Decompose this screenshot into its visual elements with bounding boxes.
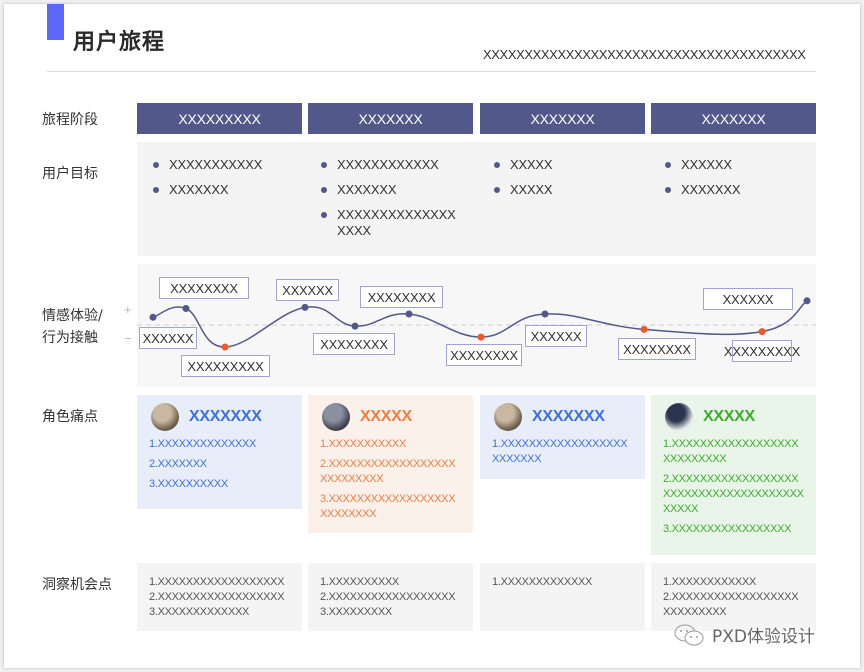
row-label-stage: 旅程阶段 bbox=[42, 112, 98, 128]
emotion-point-9 bbox=[640, 325, 648, 333]
stage-header-3: XXXXXXX bbox=[480, 103, 645, 134]
stage-header-2: XXXXXXX bbox=[308, 103, 473, 134]
title-accent-bar bbox=[47, 4, 64, 40]
insight-box-1: 1.XXXXXXXXXXXXXXXXXX 2.XXXXXXXXXXXXXXXXXX… bbox=[137, 563, 302, 631]
emotion-label-1: XXXXXX bbox=[139, 327, 197, 349]
goals-panel bbox=[137, 142, 816, 256]
emotion-label-4: XXXXXX bbox=[276, 279, 339, 301]
pain-point: 1.XXXXXXXXXXXXXXXXXXXXXXXXXXX bbox=[663, 438, 799, 465]
role-name: XXXXXXX bbox=[189, 408, 262, 425]
emotion-label-11: XXXXXXXXX bbox=[724, 340, 800, 362]
goal-item: XXXXXXX bbox=[321, 182, 461, 198]
pain-point: 3.XXXXXXXXXX bbox=[149, 478, 228, 490]
insight-item: 2.XXXXXXXXXXXXXXXXXX bbox=[149, 591, 285, 603]
role-name: XXXXXXX bbox=[532, 408, 605, 425]
avatar bbox=[151, 403, 179, 431]
goal-item: XXXXX bbox=[494, 182, 634, 198]
role-card-2: XXXXX 1.XXXXXXXXXXX 2.XXXXXXXXXXXXXXXXXXXX… bbox=[308, 395, 473, 533]
goal-item: XXXXXXX bbox=[153, 182, 303, 198]
goal-item: XXXXXXXXXXXX bbox=[321, 157, 461, 173]
emotion-point-1 bbox=[149, 313, 157, 321]
insight-box-2: 1.XXXXXXXXXX 2.XXXXXXXXXXXXXXXXXX 3.XXXXXX… bbox=[308, 563, 473, 631]
role-header: XXXXX bbox=[663, 403, 804, 431]
role-card-1: XXXXXXX 1.XXXXXXXXXXXXXX 2.XXXXXXX 3.XXXXXX… bbox=[137, 395, 302, 509]
pain-point: 1.XXXXXXXXXXXXXX bbox=[149, 438, 257, 450]
emotion-label-2: XXXXXXXX bbox=[159, 277, 249, 299]
page-subtitle: XXXXXXXXXXXXXXXXXXXXXXXXXXXXXXXXXXXXXXX bbox=[483, 47, 806, 62]
pain-point: 2.XXXXXXXXXXXXXXXXXXXXXXXXXXXXXXXXXXXXXX… bbox=[663, 473, 804, 515]
emotion-label-9: XXXXXXXX bbox=[618, 338, 696, 360]
row-label-emotion-2: 行为接触 bbox=[42, 330, 98, 346]
goal-item: XXXXXXXXXXX bbox=[153, 157, 303, 173]
emotion-point-3 bbox=[221, 343, 229, 351]
emotion-point-6 bbox=[405, 310, 413, 318]
wechat-icon bbox=[674, 624, 704, 645]
watermark: PXD体验设计 bbox=[672, 622, 815, 647]
goal-column-3: XXXXX XXXXX bbox=[494, 157, 634, 207]
goal-item: XXXXXXX bbox=[665, 182, 805, 198]
row-label-insight: 洞察机会点 bbox=[42, 577, 112, 593]
positive-axis-marker: + bbox=[124, 302, 132, 317]
role-name: XXXXX bbox=[703, 408, 755, 425]
stage-header-1: XXXXXXXXX bbox=[137, 103, 302, 134]
insight-box-3: 1.XXXXXXXXXXXXX bbox=[480, 563, 645, 631]
pain-point: 1.XXXXXXXXXXXXXXXXXXXXXXXXX bbox=[492, 438, 628, 465]
goal-item: XXXXXX bbox=[665, 157, 805, 173]
emotion-label-7: XXXXXXXX bbox=[446, 344, 522, 366]
goal-item: XXXXX bbox=[494, 157, 634, 173]
avatar bbox=[494, 403, 522, 431]
row-label-goal: 用户目标 bbox=[42, 166, 98, 182]
stage-header-4: XXXXXXX bbox=[651, 103, 816, 134]
pain-point: 3.XXXXXXXXXXXXXXXXXXXXXXXXXX bbox=[320, 493, 456, 520]
goal-column-2: XXXXXXXXXXXX XXXXXXX XXXXXXXXXXXXXX XXXX bbox=[321, 157, 461, 248]
insight-item: 1.XXXXXXXXXX bbox=[320, 576, 399, 588]
role-name: XXXXX bbox=[360, 408, 412, 425]
insight-item: XXXXXXXXX bbox=[663, 606, 727, 618]
insight-box-4: 1.XXXXXXXXXXXX 2.XXXXXXXXXXXXXXXXXX XXXXXX… bbox=[651, 563, 816, 631]
emotion-label-3: XXXXXXXXX bbox=[181, 355, 270, 377]
negative-axis-marker: − bbox=[124, 331, 132, 346]
page-title: 用户旅程 bbox=[73, 30, 166, 55]
emotion-point-7 bbox=[477, 333, 485, 341]
goal-column-4: XXXXXX XXXXXXX bbox=[665, 157, 805, 207]
pain-point: 1.XXXXXXXXXXX bbox=[320, 438, 406, 450]
insight-item: 2.XXXXXXXXXXXXXXXXXX bbox=[663, 591, 799, 603]
goal-column-1: XXXXXXXXXXX XXXXXXX bbox=[153, 157, 303, 207]
watermark-text: PXD体验设计 bbox=[712, 627, 815, 647]
row-label-emotion-1: 情感体验/ bbox=[42, 308, 103, 324]
emotion-point-11 bbox=[803, 297, 811, 305]
insight-item: 3.XXXXXXXXX bbox=[320, 606, 392, 618]
role-header: XXXXX bbox=[320, 403, 461, 431]
emotion-label-5: XXXXXXXX bbox=[313, 333, 395, 355]
insight-item: 1.XXXXXXXXXXXX bbox=[663, 576, 757, 588]
avatar bbox=[322, 403, 350, 431]
goal-item: XXXXXXXXXXXXXX XXXX bbox=[321, 207, 456, 239]
emotion-point-10 bbox=[758, 328, 766, 336]
emotion-curve-line bbox=[152, 300, 808, 348]
role-header: XXXXXXX bbox=[492, 403, 633, 431]
emotion-point-8 bbox=[541, 310, 549, 318]
header-divider bbox=[47, 71, 816, 72]
role-card-3: XXXXXXX 1.XXXXXXXXXXXXXXXXXXXXXXXXX bbox=[480, 395, 645, 479]
emotion-point-2 bbox=[182, 305, 190, 312]
role-card-4: XXXXX 1.XXXXXXXXXXXXXXXXXXXXXXXXXXX 2.XXXX… bbox=[651, 395, 816, 555]
emotion-label-6: XXXXXXXX bbox=[360, 286, 443, 308]
insight-item: 1.XXXXXXXXXXXXXXXXXX bbox=[149, 576, 285, 588]
insight-item: 3.XXXXXXXXXXXXX bbox=[149, 606, 250, 618]
pain-point: 2.XXXXXXXXXXXXXXXXXXXXXXXXXXX bbox=[320, 458, 456, 485]
emotion-label-8: XXXXXX bbox=[525, 325, 587, 347]
pain-point: 3.XXXXXXXXXXXXXXXXX bbox=[663, 523, 792, 535]
emotion-label-10: XXXXXX bbox=[703, 288, 793, 310]
pain-point: 2.XXXXXXX bbox=[149, 458, 207, 470]
insight-item: 1.XXXXXXXXXXXXX bbox=[492, 576, 593, 588]
role-header: XXXXXXX bbox=[149, 403, 290, 431]
emotion-point-4 bbox=[301, 303, 309, 311]
row-label-role: 角色痛点 bbox=[42, 409, 98, 425]
emotion-point-5 bbox=[351, 322, 359, 330]
insight-item: 2.XXXXXXXXXXXXXXXXXX bbox=[320, 591, 456, 603]
avatar bbox=[665, 403, 693, 431]
